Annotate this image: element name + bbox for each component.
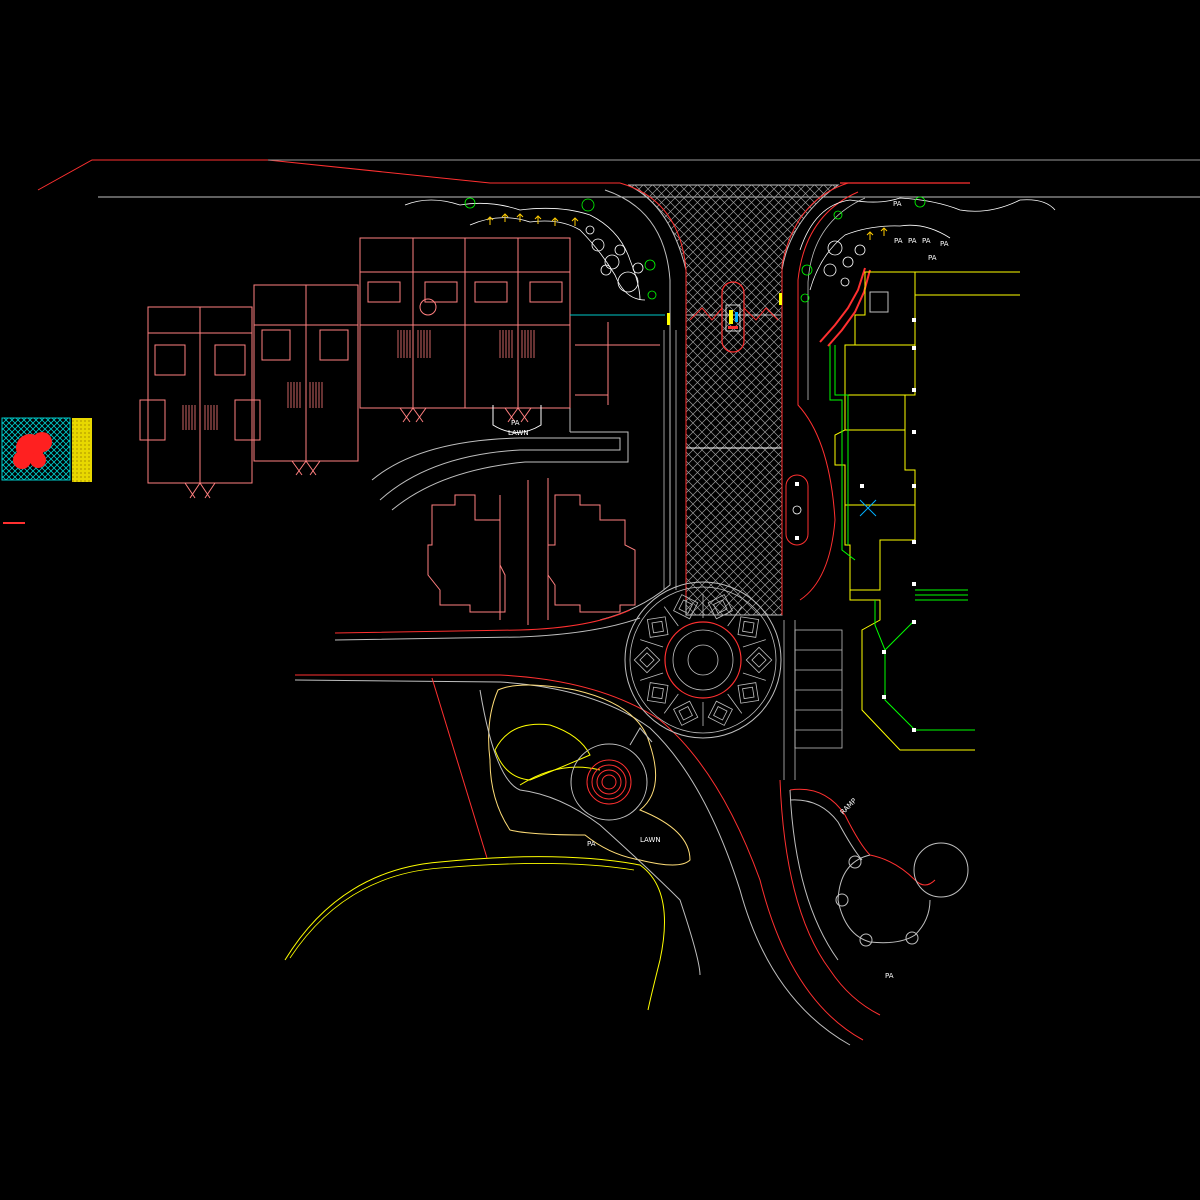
label-pa-cluster-2: PA <box>908 237 917 245</box>
paving-tile-inner <box>751 652 767 668</box>
planting-northeast <box>799 196 1056 303</box>
roundabout-tiles <box>633 594 773 726</box>
paving-joint <box>663 693 679 714</box>
tree-markers-northeast <box>866 227 888 240</box>
villa-block-south-1 <box>427 494 506 620</box>
red-stepping-path-northeast <box>819 267 871 347</box>
paving-tile-inner <box>639 652 655 668</box>
label-ramp: RAMP <box>839 797 859 817</box>
paving-tile-inner <box>651 620 664 634</box>
paving-joint <box>640 639 664 648</box>
roundabout-plaza <box>624 581 782 739</box>
villa-block-1 <box>139 306 261 499</box>
paving-tile-inner <box>713 705 728 721</box>
label-pa-southeast: PA <box>885 972 894 980</box>
paving-tile-inner <box>742 620 755 634</box>
legend-swatch <box>1 417 92 524</box>
label-pa-garden: PA <box>587 840 596 848</box>
garden-southeast <box>779 779 969 1016</box>
villa-block-2 <box>253 284 359 476</box>
label-pa-cluster-4: PA <box>940 240 949 248</box>
villa-block-south-2 <box>527 478 636 625</box>
paving-joint <box>742 639 766 648</box>
paving-tile-inner <box>678 705 693 721</box>
paving-tile <box>737 682 760 704</box>
paving-joint <box>663 606 679 627</box>
paving-tile-inner <box>713 599 728 615</box>
parking-strip <box>663 330 677 590</box>
paving-tile <box>646 682 669 704</box>
paving-tile <box>737 616 760 638</box>
paving-tile <box>745 646 773 674</box>
label-pa-north: PA <box>893 200 902 208</box>
paving-joint <box>727 606 743 627</box>
label-pa-cluster-1: PA <box>894 237 903 245</box>
central-boulevard <box>599 182 866 621</box>
planting-northwest <box>404 197 657 301</box>
paving-tile-inner <box>651 686 664 700</box>
paving-tile <box>633 646 661 674</box>
paving-tile <box>707 700 733 726</box>
paving-tile-inner <box>678 599 693 615</box>
label-pa-court: PA <box>511 419 520 427</box>
garden-southwest <box>284 677 701 1011</box>
inner-access-road <box>294 314 864 1046</box>
villa-block-3 <box>359 237 571 433</box>
paving-joint <box>742 672 766 681</box>
paving-joint <box>640 672 664 681</box>
tree-markers-northwest <box>486 213 579 226</box>
east-parking-bays <box>783 620 843 780</box>
east-building <box>829 271 1020 751</box>
label-pa-cluster-5: PA <box>928 254 937 262</box>
label-lawn-court: LAWN <box>508 429 529 437</box>
paving-tile <box>646 616 669 638</box>
paving-joint <box>727 693 743 714</box>
paving-tile-inner <box>742 686 755 700</box>
paving-tile <box>673 700 699 726</box>
label-pa-cluster-3: PA <box>922 237 931 245</box>
label-lawn-garden: LAWN <box>640 836 661 844</box>
site-boundary <box>37 159 1200 198</box>
paving-tile <box>673 594 699 620</box>
paving-tile <box>707 594 733 620</box>
